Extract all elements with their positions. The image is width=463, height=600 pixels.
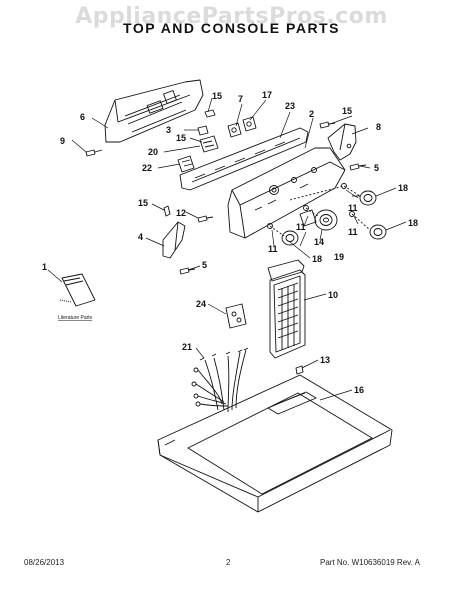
page-title: TOP AND CONSOLE PARTS [123,20,340,36]
callout-18-a: 18 [398,183,408,193]
knob-18-a [352,190,377,206]
callout-17: 17 [262,90,272,100]
callout-15-c: 15 [342,106,352,116]
callout-13: 13 [320,355,330,365]
callout-15-a: 15 [212,91,222,101]
callout-19: 19 [334,252,344,262]
console-back-panel [104,79,204,143]
callout-5-lower: 5 [202,260,207,270]
knob-19 [314,209,338,231]
callout-15-d: 15 [138,198,148,208]
callout-1: 1 [42,262,47,272]
footer-part-rev: Part No. W10636019 Rev. A [320,558,420,567]
callout-10: 10 [328,290,338,300]
knob-inserts-11 [267,183,355,229]
callout-5-upper: 5 [374,163,379,173]
callout-4: 4 [138,232,143,242]
screw-9 [85,149,103,157]
callout-12: 12 [176,208,186,218]
side-bracket-4 [162,221,186,259]
main-top-16 [157,374,393,513]
callout-21: 21 [182,342,192,352]
callout-numbers: 6 9 15 7 17 23 2 3 15 20 22 15 8 5 18 11… [42,90,418,395]
screw-13 [295,365,304,375]
callout-3: 3 [166,125,171,135]
wire-harness-21 [191,347,249,413]
callout-24: 24 [196,299,206,309]
lint-filter-10 [267,259,306,359]
callout-22: 22 [142,163,152,173]
callout-8: 8 [376,122,381,132]
callout-7: 7 [238,94,243,104]
footer-page-number: 2 [226,558,231,567]
lint-switch-24 [225,303,247,329]
literature-pack [59,273,96,307]
knob-18-b [369,224,387,240]
callout-11-d: 11 [268,244,278,254]
callout-11-c: 11 [296,222,306,232]
console-small-parts [177,109,219,173]
callout-2: 2 [309,109,314,119]
callout-6: 6 [80,112,85,122]
callout-9: 9 [60,136,65,146]
knob-leaders [269,185,371,237]
callout-15-b: 15 [176,133,186,143]
callout-11-a: 11 [348,203,358,213]
callout-14: 14 [314,237,324,247]
end-cap-8 [327,123,357,161]
literature-parts-label: Literature Parts [58,315,93,321]
console-control-panel [227,147,346,239]
callout-16: 16 [354,385,364,395]
callout-11-b: 11 [348,227,358,237]
switches-7-17 [227,116,257,138]
callout-18-b: 18 [408,218,418,228]
watermark: AppliancePartsPros.com [75,4,388,29]
console-bracket [179,127,309,191]
callout-20: 20 [148,147,158,157]
callout-18-c: 18 [312,254,322,264]
callout-23: 23 [285,101,295,111]
callout-leaders [47,97,407,401]
footer-date: 08/26/2013 [24,558,65,567]
left-screws [163,205,214,275]
knob-18-c [281,230,299,246]
